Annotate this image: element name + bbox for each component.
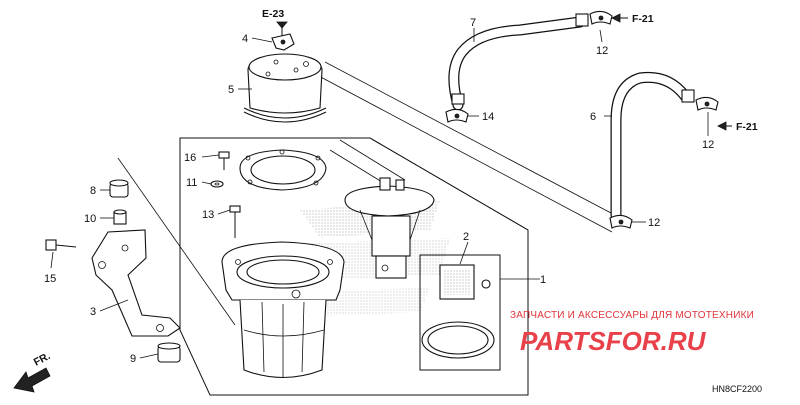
front-direction-label: FR. [32, 350, 53, 369]
part-cover-5 [243, 53, 327, 123]
part-gasket-11 [239, 149, 327, 191]
part-number-label-7: 7 [470, 17, 476, 29]
part-number-label-3: 3 [90, 306, 96, 318]
part-number-label-12-mid: 12 [702, 139, 714, 151]
reference-code-e23: E-23 [262, 8, 284, 20]
part-bracket-3 [91, 229, 181, 337]
part-number-label-12-bottom: 12 [648, 217, 660, 229]
part-washer-11 [210, 180, 224, 188]
reference-arrows [276, 13, 732, 131]
part-clamp-12-top [589, 10, 613, 25]
part-number-label-8: 8 [90, 185, 96, 197]
part-number-label-10: 10 [84, 213, 96, 225]
part-number-label-5: 5 [228, 84, 234, 96]
part-number-label-1: 1 [540, 274, 546, 286]
part-grommet-9 [157, 342, 181, 363]
watermark-caption: ЗАПЧАСТИ И АКСЕССУАРЫ ДЛЯ МОТОТЕХНИКИ [510, 310, 754, 321]
front-direction-arrow [13, 367, 51, 393]
part-grommet-8 [109, 179, 129, 198]
part-clip-4 [271, 33, 295, 51]
part-collar-10 [113, 209, 127, 225]
part-number-label-2: 2 [463, 231, 469, 243]
part-number-label-12-top: 12 [596, 45, 608, 57]
part-clamp-14 [445, 108, 469, 123]
part-number-label-16: 16 [184, 152, 196, 164]
part-bolt-13 [229, 205, 241, 238]
part-clamp-12-mid [695, 96, 719, 111]
part-number-label-14: 14 [482, 111, 494, 123]
part-number-label-13: 13 [202, 209, 214, 221]
part-number-label-6: 6 [590, 111, 596, 123]
part-number-label-9: 9 [130, 353, 136, 365]
part-fuel-pump [344, 177, 435, 279]
part-fuel-housing [221, 241, 345, 379]
part-bolt-15 [45, 239, 77, 251]
part-filter-kit-2 [419, 254, 501, 371]
watermark-logo: PARTSFOR.RU [520, 326, 707, 356]
part-labels: 1 2 3 4 5 6 7 8 9 10 11 12 12 12 13 14 1… [32, 8, 762, 394]
part-number-label-15: 15 [44, 273, 56, 285]
assembly-frame-lines [117, 61, 629, 396]
part-number-label-11: 11 [186, 177, 197, 189]
part-hose-6 [610, 71, 695, 221]
watermark: ЗАПЧАСТИ И АКСЕССУАРЫ ДЛЯ МОТОТЕХНИКИ PA… [510, 310, 754, 356]
part-hose-7 [448, 13, 589, 111]
diagram-code: HN8CF2200 [712, 384, 762, 394]
part-clamp-12-bottom [609, 214, 633, 229]
leader-lines [50, 28, 709, 359]
part-bolt-16 [218, 151, 230, 170]
part-number-label-4: 4 [242, 33, 248, 45]
reference-code-f21-top: F-21 [632, 13, 654, 25]
reference-code-f21-right: F-21 [736, 121, 758, 133]
